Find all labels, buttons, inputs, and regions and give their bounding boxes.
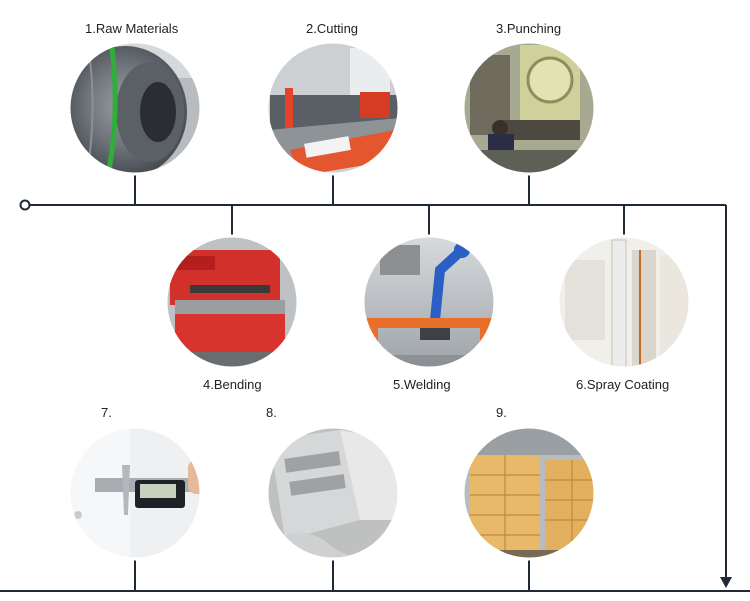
photo-packed-cartons xyxy=(463,427,595,559)
step-label-welding: 5.Welding xyxy=(393,377,451,392)
photo-laser-cutting-machine xyxy=(267,42,399,174)
step-label-raw-materials: 1.Raw Materials xyxy=(85,21,179,36)
photo-caliper-measurement xyxy=(69,427,201,559)
connector-lines xyxy=(0,174,750,592)
step-label-spray-coating: 6.Spray Coating xyxy=(576,377,670,392)
step-label-7: 7. xyxy=(101,405,112,420)
photo-spray-booth xyxy=(558,236,690,368)
photo-welding-robot xyxy=(363,236,495,368)
step-label-cutting: 2.Cutting xyxy=(306,21,359,36)
photo-frames xyxy=(67,40,692,561)
photo-sheet-metal-parts xyxy=(267,427,399,559)
start-node xyxy=(19,199,31,211)
step-label-9: 9. xyxy=(496,405,507,420)
photo-press-brake xyxy=(166,236,298,368)
photo-steel-coil xyxy=(69,42,201,174)
photo-punch-press xyxy=(463,42,595,174)
arrow-down-icon xyxy=(720,577,732,588)
step-label-8: 8. xyxy=(266,405,277,420)
step-label-punching: 3.Punching xyxy=(496,21,562,36)
step-label-bending: 4.Bending xyxy=(203,377,262,392)
